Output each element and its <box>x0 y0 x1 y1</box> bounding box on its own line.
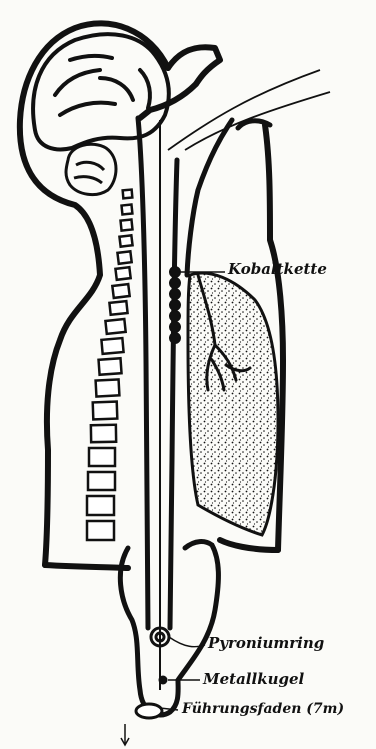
label-pyroniumring: Pyroniumring <box>208 636 324 651</box>
label-kobaltkette: Kobaltkette <box>228 262 327 277</box>
label-fuehrungsfaden: Führungsfaden (7m) <box>182 702 344 716</box>
guide-thread-arrow <box>121 724 129 745</box>
tube-tip <box>136 704 162 718</box>
lung <box>188 273 278 535</box>
metal-ball <box>159 676 168 685</box>
oesophagus-tube <box>138 118 177 628</box>
brain <box>33 34 169 149</box>
string-from-mouth <box>168 70 320 150</box>
trachea <box>187 120 270 275</box>
cerebellum <box>66 144 116 194</box>
label-metallkugel: Metallkugel <box>203 672 304 687</box>
